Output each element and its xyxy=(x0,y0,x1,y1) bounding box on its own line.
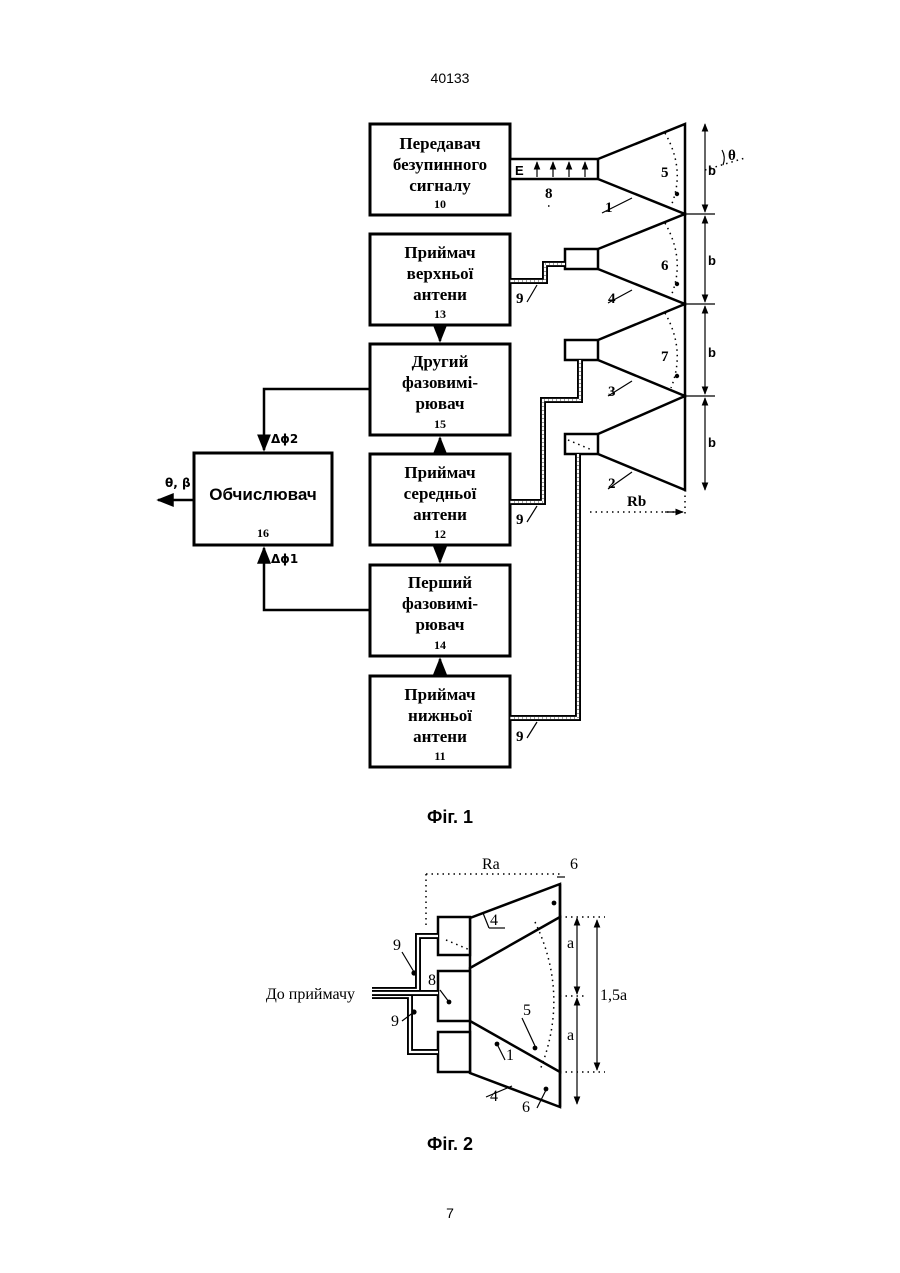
label-5-fig1: 5 xyxy=(661,165,669,181)
second-phase-meter-line-1: Другий xyxy=(412,352,469,371)
second-phase-meter-block: Другий фазовимі- рювач 15 xyxy=(370,344,510,435)
transmitter-number: 10 xyxy=(434,197,446,211)
label-7-fig1: 7 xyxy=(661,349,669,365)
first-phase-meter-line-2: фазовимі- xyxy=(402,594,478,613)
lower-receiver-line-3: антени xyxy=(413,727,467,746)
middle-receiver-line-3: антени xyxy=(413,505,467,524)
delta-phi-2-label: Δϕ2 xyxy=(271,432,298,446)
b-label-2: b xyxy=(708,253,716,268)
fig2-label-6-bottom: 6 xyxy=(522,1099,530,1116)
calculator-block: Обчислювач 16 xyxy=(194,453,332,545)
output-theta-beta-label: θ, β xyxy=(165,476,191,490)
e-field-label: E xyxy=(515,163,524,178)
horn-4: 4 6 xyxy=(565,214,685,307)
page-number-bottom: 7 xyxy=(446,1205,454,1221)
label-1-fig1: 1 xyxy=(605,200,613,216)
calculator-label: Обчислювач xyxy=(209,485,317,504)
label-9-upper: 9 xyxy=(516,291,524,307)
one-and-half-a-label: 1,5a xyxy=(600,987,627,1004)
middle-receiver-number: 12 xyxy=(434,527,446,541)
second-phase-meter-line-2: фазовимі- xyxy=(402,373,478,392)
page-number-top: 40133 xyxy=(431,70,470,86)
first-phase-meter-block: Перший фазовимі- рювач 14 xyxy=(370,565,510,656)
lower-receiver-number: 11 xyxy=(434,749,445,763)
label-9-middle: 9 xyxy=(516,512,524,528)
label-4-fig1: 4 xyxy=(608,291,616,307)
theta-label: θ xyxy=(728,148,736,164)
first-phase-meter-number: 14 xyxy=(434,638,446,652)
fig2-label-6-top: 6 xyxy=(570,856,578,873)
lower-receiver-line-1: Приймач xyxy=(404,685,476,704)
horn-2: 2 xyxy=(565,396,685,492)
middle-receiver-line-2: середньої xyxy=(404,484,477,503)
label-6-fig1: 6 xyxy=(661,258,669,274)
fig2-label-4-bottom: 4 xyxy=(490,1088,498,1105)
upper-receiver-line-1: Приймач xyxy=(404,243,476,262)
upper-receiver-block: Приймач верхньої антени 13 xyxy=(370,234,510,325)
b-label-1: b xyxy=(708,163,716,178)
figure-1: Передавач безупинного сигналу 10 Приймач… xyxy=(158,124,745,767)
first-phase-meter-line-3: рювач xyxy=(415,615,464,634)
delta-phi-1-label: Δϕ1 xyxy=(271,552,298,566)
calculator-number: 16 xyxy=(257,526,269,540)
coax-cable-upper: 9 xyxy=(510,264,565,307)
label-2-fig1: 2 xyxy=(608,476,616,492)
b-label-3: b xyxy=(708,345,716,360)
figure-1-caption: Фіг. 1 xyxy=(427,807,473,827)
label-3-fig1: 3 xyxy=(608,384,616,400)
b-label-4: b xyxy=(708,435,716,450)
second-phase-meter-number: 15 xyxy=(434,417,446,431)
transmitter-line-3: сигналу xyxy=(409,176,471,195)
figure-2-caption: Фіг. 2 xyxy=(427,1134,473,1154)
lower-receiver-line-2: нижньої xyxy=(408,706,472,725)
lower-receiver-block: Приймач нижньої антени 11 xyxy=(370,676,510,767)
transmitter-line-2: безупинного xyxy=(393,155,487,174)
upper-receiver-number: 13 xyxy=(434,307,446,321)
second-phase-meter-line-3: рювач xyxy=(415,394,464,413)
transmitter-block: Передавач безупинного сигналу 10 xyxy=(370,124,510,215)
fig2-label-9-top: 9 xyxy=(393,937,401,954)
a-label-lower: a xyxy=(567,1027,574,1044)
horn-1: 1 5 xyxy=(598,124,685,216)
b-dimension-column: b b b b xyxy=(685,124,716,490)
fig2-label-9-bottom: 9 xyxy=(391,1013,399,1030)
middle-receiver-block: Приймач середньої антени 12 xyxy=(370,454,510,545)
a-label-upper: a xyxy=(567,935,574,952)
to-receiver-label: До приймачу xyxy=(266,986,355,1003)
first-phase-meter-line-1: Перший xyxy=(408,573,472,592)
rb-dimension: Rb xyxy=(590,490,685,515)
rb-label: Rb xyxy=(627,494,646,510)
ra-label: Ra xyxy=(482,856,500,873)
fig2-dimensions: a a 1,5a xyxy=(560,917,627,1104)
transmitter-line-1: Передавач xyxy=(399,134,481,153)
upper-receiver-line-3: антени xyxy=(413,285,467,304)
fig2-label-4-top: 4 xyxy=(490,912,498,929)
fig2-label-8: 8 xyxy=(428,972,436,989)
middle-receiver-line-1: Приймач xyxy=(404,463,476,482)
fig2-coax-cables: 9 9 xyxy=(372,936,438,1052)
label-8-fig1: 8 xyxy=(545,186,553,202)
fig2-label-1: 1 xyxy=(506,1047,514,1064)
figure-2: Ra 4 6 8 5 1 xyxy=(266,856,627,1116)
fig2-label-5: 5 xyxy=(523,1002,531,1019)
upper-receiver-line-2: верхньої xyxy=(407,264,474,283)
label-9-lower: 9 xyxy=(516,729,524,745)
